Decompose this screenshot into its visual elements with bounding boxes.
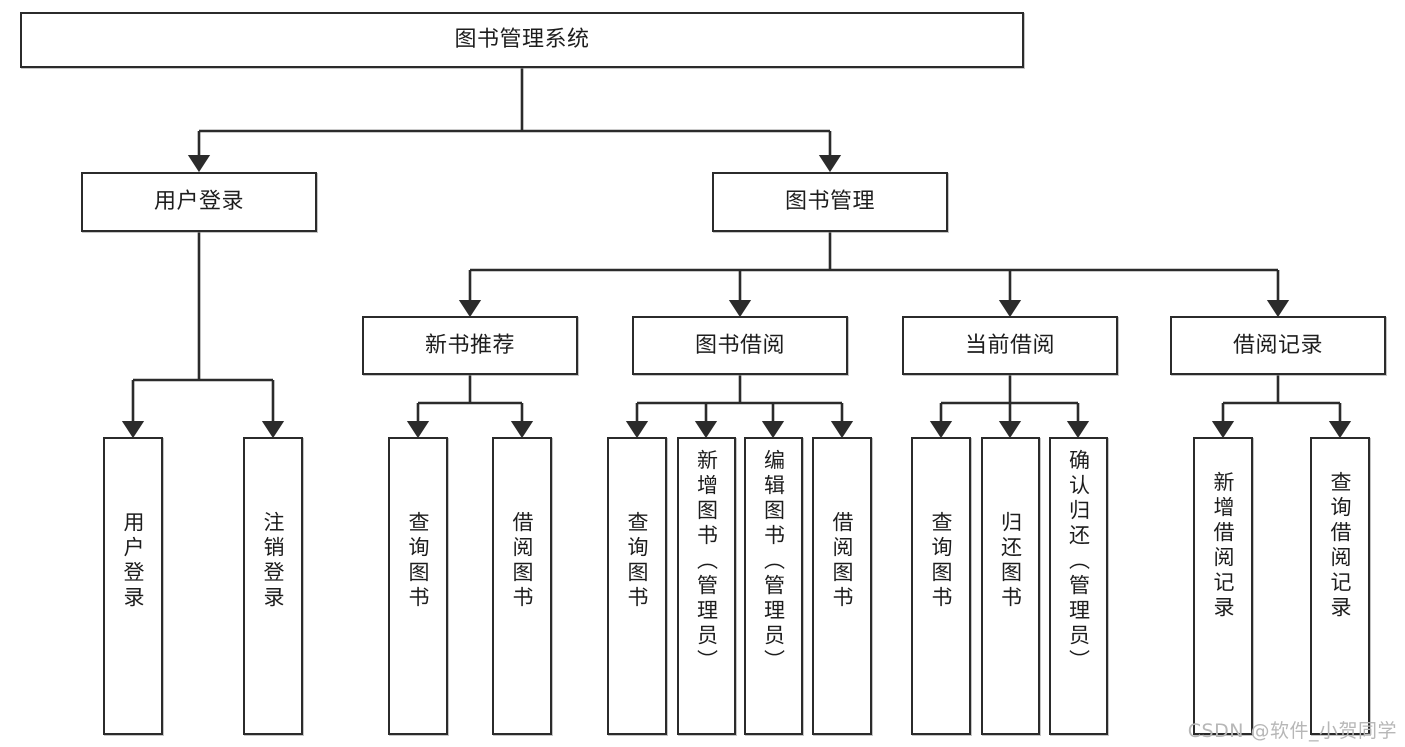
csdn-watermark: CSDN @软件_小贺同学 <box>1187 720 1397 742</box>
leaf-borrow-book-2-label: 借阅图书 <box>830 511 855 611</box>
node-borrow-record[interactable]: 借阅记录 <box>1170 316 1386 375</box>
leaf-borrow-book-1-label: 借阅图书 <box>510 511 535 611</box>
leaf-user-login[interactable]: 用户登录 <box>103 437 163 735</box>
leaf-query-book-3[interactable]: 查询图书 <box>911 437 971 735</box>
node-user-login[interactable]: 用户登录 <box>81 172 317 232</box>
node-borrow-record-label: 借阅记录 <box>1232 332 1323 358</box>
leaf-confirm-return-admin-label: 确认归还（管理员） <box>1066 449 1091 674</box>
leaf-confirm-return-admin[interactable]: 确认归还（管理员） <box>1049 437 1108 735</box>
leaf-query-book-2[interactable]: 查询图书 <box>607 437 667 735</box>
leaf-return-book[interactable]: 归还图书 <box>981 437 1040 735</box>
node-new-book-recommend-label: 新书推荐 <box>424 332 515 358</box>
node-current-borrow[interactable]: 当前借阅 <box>902 316 1118 375</box>
leaf-query-borrow-record[interactable]: 查询借阅记录 <box>1310 437 1370 735</box>
leaf-query-book-1[interactable]: 查询图书 <box>388 437 448 735</box>
node-book-borrow[interactable]: 图书借阅 <box>632 316 848 375</box>
node-root-label: 图书管理系统 <box>454 27 590 53</box>
leaf-edit-book-admin-label: 编辑图书（管理员） <box>761 449 786 674</box>
leaf-query-borrow-record-label: 查询借阅记录 <box>1328 471 1353 621</box>
leaf-user-login-label: 用户登录 <box>121 511 146 611</box>
node-book-management[interactable]: 图书管理 <box>712 172 948 232</box>
leaf-edit-book-admin[interactable]: 编辑图书（管理员） <box>744 437 803 735</box>
node-root[interactable]: 图书管理系统 <box>20 12 1024 68</box>
leaf-query-book-2-label: 查询图书 <box>625 511 650 611</box>
node-new-book-recommend[interactable]: 新书推荐 <box>362 316 578 375</box>
leaf-add-book-admin[interactable]: 新增图书（管理员） <box>677 437 736 735</box>
leaf-add-book-admin-label: 新增图书（管理员） <box>694 449 719 674</box>
leaf-add-borrow-record[interactable]: 新增借阅记录 <box>1193 437 1253 735</box>
node-book-management-label: 图书管理 <box>784 189 875 215</box>
leaf-borrow-book-1[interactable]: 借阅图书 <box>492 437 552 735</box>
leaf-query-book-1-label: 查询图书 <box>406 511 431 611</box>
leaf-add-borrow-record-label: 新增借阅记录 <box>1211 471 1236 621</box>
node-current-borrow-label: 当前借阅 <box>964 332 1055 358</box>
leaf-logout-label: 注销登录 <box>261 511 286 611</box>
leaf-logout[interactable]: 注销登录 <box>243 437 303 735</box>
leaf-borrow-book-2[interactable]: 借阅图书 <box>812 437 872 735</box>
leaf-return-book-label: 归还图书 <box>998 511 1023 611</box>
node-user-login-label: 用户登录 <box>153 189 244 215</box>
leaf-query-book-3-label: 查询图书 <box>929 511 954 611</box>
node-book-borrow-label: 图书借阅 <box>694 332 785 358</box>
